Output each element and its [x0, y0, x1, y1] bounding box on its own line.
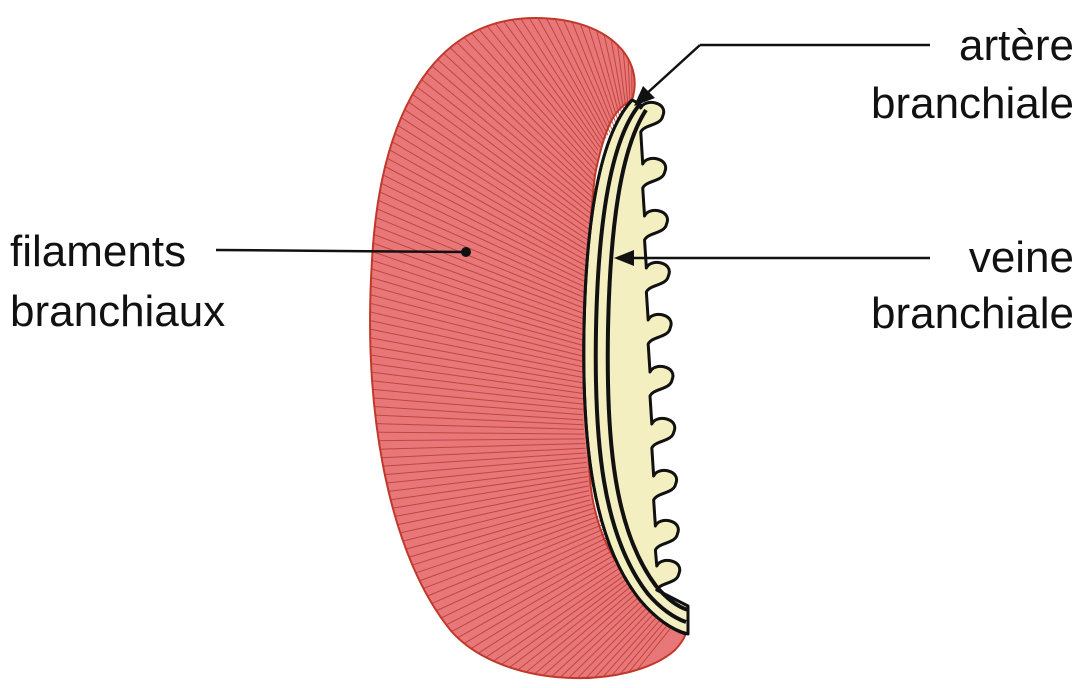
label-filaments: filaments — [10, 227, 186, 276]
artere-leader-diagonal — [644, 45, 700, 96]
filaments-leader-dot — [461, 247, 471, 257]
label-artere-branchiale: branchiale — [871, 79, 1074, 128]
label-veine: veine — [969, 233, 1074, 282]
label-branchiaux: branchiaux — [10, 287, 225, 336]
label-veine-branchiale: branchiale — [871, 289, 1074, 338]
label-artere: artère — [959, 21, 1074, 70]
